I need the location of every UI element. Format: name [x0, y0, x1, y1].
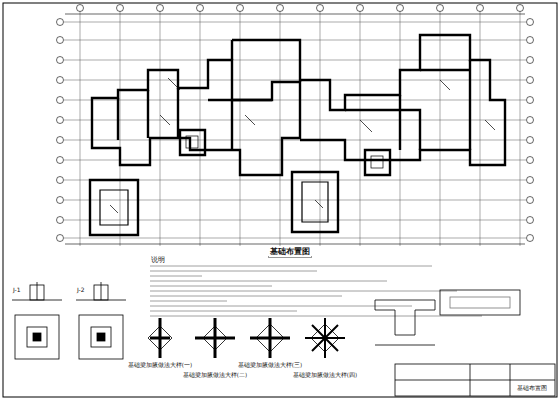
footing-label: J-1	[12, 287, 22, 294]
detail-caption: 基础梁加腋做法大样(二)	[182, 372, 248, 378]
notes-heading: 说明	[150, 257, 166, 265]
plan-title: 基础布置图	[269, 248, 311, 257]
footing-label: J-2	[76, 287, 86, 294]
title-block-text: 基础布置图	[516, 385, 548, 392]
detail-caption: 基础梁加腋做法大样(四)	[292, 372, 358, 378]
detail-caption: 基础梁加腋做法大样(三)	[237, 362, 303, 368]
detail-caption: 基础梁加腋做法大样(一)	[127, 362, 193, 368]
